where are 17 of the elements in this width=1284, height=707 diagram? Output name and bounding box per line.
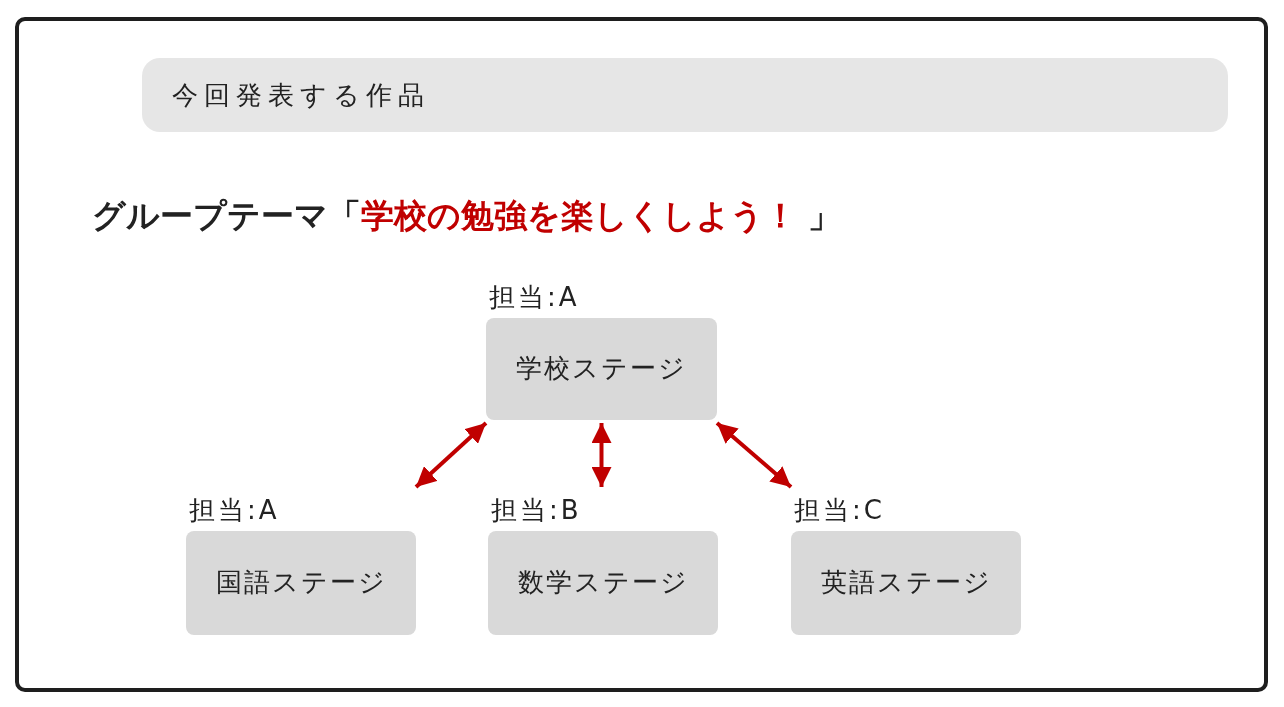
assignee-label: 担当:A <box>189 495 280 525</box>
double-arrow <box>715 421 793 489</box>
assignee-label: 担当:A <box>489 282 580 312</box>
stage-name: 学校ステージ <box>516 353 687 385</box>
stage-box <box>791 531 1021 635</box>
double-arrow <box>414 421 488 489</box>
stage-box <box>488 531 718 635</box>
theme-heading: グループテーマ「学校の勉強を楽しくしよう！ 」 <box>92 195 842 237</box>
header-band: 今回発表する作品 <box>142 58 1228 132</box>
stage-name: 数学ステージ <box>517 567 689 599</box>
double-arrow <box>591 423 612 487</box>
stage-name: 国語ステージ <box>215 567 387 599</box>
stage-box <box>186 531 416 635</box>
assignee-label: 担当:C <box>794 495 885 525</box>
assignee-label: 担当:B <box>491 495 582 525</box>
stage-box <box>486 318 717 420</box>
stage-name: 英語ステージ <box>820 567 992 599</box>
